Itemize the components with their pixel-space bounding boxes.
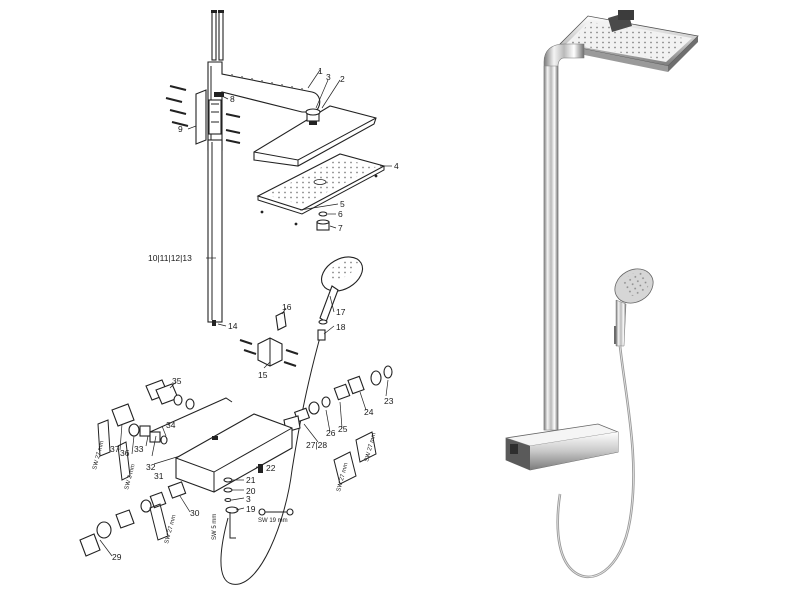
callout-9: 9 <box>178 124 183 134</box>
part-callouts: 1 3 2 8 9 4 5 6 7 10|11|12|13 14 16 17 1… <box>110 66 399 562</box>
overhead-cover-plate <box>253 105 377 167</box>
shower-system-product-photo <box>505 10 699 579</box>
callout-37: 37 <box>110 444 120 454</box>
callout-8: 8 <box>230 94 235 104</box>
callout-15: 15 <box>258 370 268 380</box>
hand-shower-photo <box>614 268 654 347</box>
callout-2: 2 <box>340 74 345 84</box>
callout-7: 7 <box>338 223 343 233</box>
thermostat-photo <box>505 423 619 471</box>
bracket-screws <box>165 85 241 144</box>
hand-shower <box>318 256 364 325</box>
callout-36: 36 <box>120 448 130 458</box>
shower-holder <box>239 311 299 367</box>
bottom-fittings <box>79 481 187 557</box>
wall-bracket <box>195 89 222 145</box>
hose-connector <box>317 329 326 341</box>
callout-32: 32 <box>146 462 156 472</box>
callout-3b: 3 <box>246 494 251 504</box>
callout-1: 1 <box>318 66 323 76</box>
callout-26: 26 <box>326 428 336 438</box>
left-fittings <box>97 379 195 481</box>
callout-19: 19 <box>246 504 256 514</box>
overhead-spray-plate <box>256 153 386 215</box>
callout-3: 3 <box>326 72 331 82</box>
tool-label-sw27-left: SW 27 mm <box>92 440 105 470</box>
mounting-rods <box>211 10 224 61</box>
callout-18: 18 <box>336 322 346 332</box>
callout-17: 17 <box>336 307 346 317</box>
plate-screws <box>260 174 378 226</box>
callout-33: 33 <box>134 444 144 454</box>
riser-pipe-chrome <box>543 65 559 431</box>
callout-16: 16 <box>282 302 292 312</box>
callout-14: 14 <box>228 321 238 331</box>
callout-29: 29 <box>112 552 122 562</box>
washer-and-nozzle <box>316 211 330 231</box>
callout-4: 4 <box>394 161 399 171</box>
thermostat-body <box>149 397 293 493</box>
callout-23: 23 <box>384 396 394 406</box>
callout-24: 24 <box>364 407 374 417</box>
tool-label-sw5: SW 5 mm <box>212 514 218 540</box>
callout-22: 22 <box>266 463 276 473</box>
exploded-parts-drawing: 1 3 2 8 9 4 5 6 7 10|11|12|13 14 16 17 1… <box>79 10 399 585</box>
callout-5: 5 <box>340 199 345 209</box>
tool-label-sw19: SW 19 mm <box>258 518 288 524</box>
callout-10-13: 10|11|12|13 <box>148 253 192 263</box>
callout-31: 31 <box>154 471 164 481</box>
callout-25: 25 <box>338 424 348 434</box>
tool-label-sw27-right: SW 27 mm <box>364 432 377 462</box>
callout-21: 21 <box>246 475 256 485</box>
callout-30: 30 <box>190 508 200 518</box>
callout-34: 34 <box>166 420 176 430</box>
leader-lines <box>99 69 392 557</box>
tool-label-sw2: SW 2 mm <box>124 464 137 491</box>
riser-pipe <box>207 139 223 326</box>
middle-small-parts <box>223 464 294 539</box>
callout-6: 6 <box>338 209 343 219</box>
callout-35: 35 <box>172 376 182 386</box>
callout-27-28: 27|28 <box>306 440 327 450</box>
shower-hose <box>220 329 323 585</box>
callout-20: 20 <box>246 486 256 496</box>
arm-connector <box>305 108 321 125</box>
